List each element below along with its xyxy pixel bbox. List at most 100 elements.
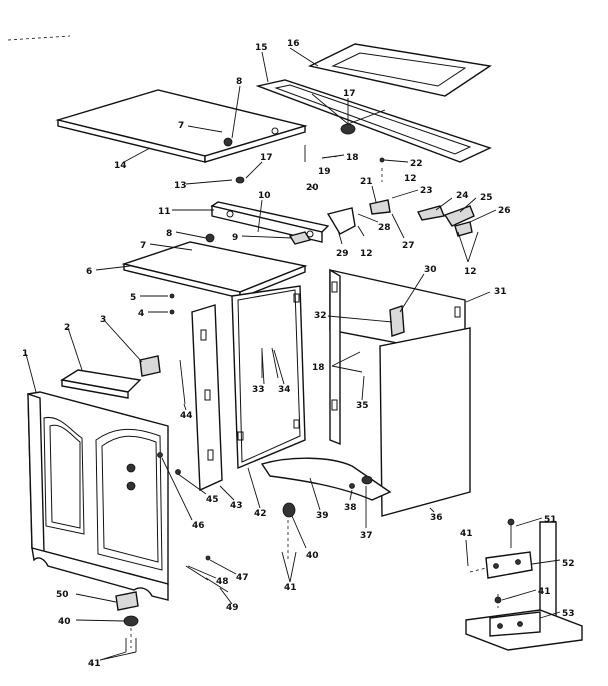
label-18: 18 [346, 153, 359, 163]
part-46-screw [157, 452, 163, 458]
part-15-top-frame-large [255, 79, 492, 163]
label-14: 14 [114, 161, 127, 171]
part-4-screw [169, 309, 175, 315]
part-38-screw [349, 483, 355, 489]
dash-41-left [469, 567, 487, 573]
label-52: 52 [562, 559, 575, 569]
part-52-block [485, 551, 533, 579]
label-42: 42 [254, 509, 267, 519]
part-30-bracket [389, 305, 405, 337]
label-29: 29 [336, 249, 349, 259]
label-4: 4 [138, 309, 144, 319]
label-18b: 18 [312, 363, 325, 373]
label-22: 22 [410, 159, 423, 169]
label-32: 32 [314, 311, 327, 321]
label-28: 28 [378, 223, 391, 233]
part-40-knob [282, 502, 296, 518]
part-39-bottom-board [260, 457, 392, 501]
screw-22 [379, 157, 385, 163]
label-21: 21 [360, 177, 373, 187]
part-37-fastener [361, 475, 373, 485]
label-17b: 17 [260, 153, 273, 163]
label-7b: 7 [140, 241, 146, 251]
label-43: 43 [230, 501, 243, 511]
part-26-catch [454, 221, 473, 237]
stray-dash-mark [7, 35, 71, 41]
label-39: 39 [316, 511, 329, 521]
label-53: 53 [562, 609, 575, 619]
part-48-pin [185, 565, 209, 581]
label-50: 50 [56, 590, 69, 600]
label-34: 34 [278, 385, 291, 395]
part-42-back-panel [231, 285, 306, 470]
leader-lines [25, 47, 561, 661]
label-10: 10 [258, 191, 271, 201]
part-34-clip [271, 347, 279, 379]
label-7: 7 [178, 121, 184, 131]
part-2-drawer-pull [60, 369, 142, 399]
label-27: 27 [402, 241, 415, 251]
label-23: 23 [420, 186, 433, 196]
label-24: 24 [456, 191, 469, 201]
part-1-face-frame [27, 391, 169, 601]
part-14-top-board [55, 89, 308, 163]
part-6-bottom-shelf [121, 233, 308, 300]
label-15: 15 [255, 43, 268, 53]
label-16: 16 [287, 39, 300, 49]
label-40b: 40 [58, 617, 71, 627]
label-8b: 8 [166, 229, 172, 239]
label-33: 33 [252, 385, 265, 395]
label-35: 35 [356, 401, 369, 411]
part-13-pin [235, 176, 245, 184]
label-12c: 12 [464, 267, 477, 277]
label-25: 25 [480, 193, 493, 203]
label-40: 40 [306, 551, 319, 561]
label-51: 51 [544, 515, 557, 525]
part-49-pin [205, 577, 229, 593]
part-21-hinge [369, 199, 391, 215]
label-26: 26 [498, 206, 511, 216]
label-41r: 41 [460, 529, 473, 539]
part-24-plate [416, 205, 445, 221]
label-41r2: 41 [538, 587, 551, 597]
label-12a: 12 [404, 174, 417, 184]
part-36-door-panel [379, 327, 471, 517]
part-3-hinge [139, 355, 161, 377]
part-40-knob-b [123, 615, 139, 627]
label-1: 1 [22, 349, 28, 359]
part-43-side-strip [191, 304, 223, 492]
label-45: 45 [206, 495, 219, 505]
label-2: 2 [64, 323, 70, 333]
label-6: 6 [86, 267, 92, 277]
label-12b: 12 [360, 249, 373, 259]
label-13: 13 [174, 181, 187, 191]
part-53-leg-assembly [465, 521, 583, 651]
label-17: 17 [343, 89, 356, 99]
part-29-bracket [326, 207, 356, 235]
label-46: 46 [192, 521, 205, 531]
label-19: 19 [318, 167, 331, 177]
label-49: 49 [226, 603, 239, 613]
part-47-screw [205, 555, 211, 561]
part-44-lead-bar [179, 359, 186, 405]
label-31: 31 [494, 287, 507, 297]
label-30: 30 [424, 265, 437, 275]
part-5-screw [169, 293, 175, 299]
label-8: 8 [236, 77, 242, 87]
part-25-plate [443, 205, 475, 227]
part-45-screw [175, 469, 181, 475]
part-16-top-frame [307, 43, 492, 97]
label-9: 9 [232, 233, 238, 243]
label-3: 3 [100, 315, 106, 325]
part-17-clip [340, 123, 356, 135]
label-41c: 41 [88, 659, 101, 669]
label-11: 11 [158, 207, 171, 217]
label-38: 38 [344, 503, 357, 513]
label-41a: 41 [284, 583, 297, 593]
label-37: 37 [360, 531, 373, 541]
label-48: 48 [216, 577, 229, 587]
part-9-bracket [288, 231, 312, 245]
label-36: 36 [430, 513, 443, 523]
label-5: 5 [130, 293, 136, 303]
